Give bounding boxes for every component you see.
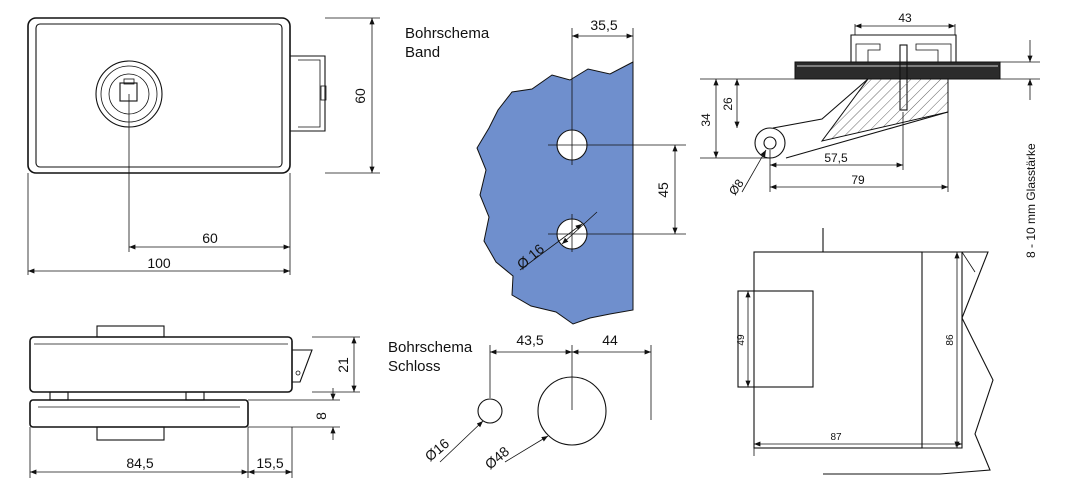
lock-bolt [290, 55, 326, 132]
screw-left [49, 391, 69, 401]
dim-side-offset: 15,5 [256, 455, 283, 471]
dim-hinge-top: 43 [898, 11, 912, 25]
dim-hinge-outer-h: 34 [699, 113, 713, 127]
schloss-title-line1: Bohrschema [388, 339, 473, 356]
dim-schloss-right: 44 [602, 332, 618, 348]
schloss-hole-small [477, 398, 503, 424]
dim-plan-width: 87 [830, 432, 842, 443]
dim-schloss-left: 43,5 [516, 332, 543, 348]
hinge-body-plan [753, 251, 923, 449]
hinge-clamp-top [850, 34, 957, 62]
dim-spacing: 45 [655, 182, 671, 198]
bohrschema-band: Bohrschema Band 35,5 45 Ø 16 [405, 17, 686, 325]
side-cap-bottom [96, 426, 165, 441]
dim-side-height: 21 [335, 357, 351, 373]
hinge-arm-hatched [820, 78, 949, 142]
glass-pane-dark [794, 61, 1001, 80]
glass-outline [822, 228, 994, 475]
glass-plate-blue [476, 61, 634, 325]
hinge-cutout-plan [737, 290, 814, 388]
dim-width: 100 [147, 255, 171, 271]
lock-front-view: 60 100 60 [27, 17, 380, 275]
hinge-plan-view: 49 86 87 [736, 228, 994, 475]
dim-plate: 8 [313, 412, 329, 420]
band-title-line1: Bohrschema [405, 25, 490, 42]
key-slot-icon [119, 82, 138, 102]
dim-height: 60 [352, 88, 368, 104]
band-title-line2: Band [405, 44, 440, 61]
glass-thickness-label: 8 - 10 mm Glasstärke [1024, 143, 1038, 258]
dim-small-hole: Ø16 [422, 435, 453, 464]
hinge-section: 43 26 34 57,5 79 Ø8 8 - 10 mm Glasstärke [699, 11, 1040, 258]
bohrschema-schloss: Bohrschema Schloss 43,5 44 Ø16 Ø48 [388, 332, 652, 472]
dim-center: 60 [202, 230, 218, 246]
dim-pin: Ø8 [726, 176, 747, 197]
screw-right [185, 391, 205, 401]
dim-hinge-total: 79 [851, 173, 865, 187]
schloss-title-line2: Schloss [388, 358, 441, 375]
side-latch [292, 349, 313, 383]
side-plate [29, 399, 249, 428]
dim-hinge-inner-h: 26 [721, 97, 735, 111]
hinge-pin [763, 136, 777, 150]
lock-bolt-notch [320, 85, 327, 101]
key-slot-top [123, 78, 135, 85]
dim-side-width: 84,5 [126, 455, 153, 471]
dim-hinge-inner: 57,5 [824, 151, 848, 165]
dim-plan-small: 49 [736, 334, 747, 346]
side-body [29, 336, 293, 393]
lock-body-inner [35, 23, 283, 168]
dim-plan-height: 86 [945, 334, 956, 346]
dim-edge: 35,5 [590, 17, 617, 33]
dim-large-hole: Ø48 [482, 443, 513, 472]
lock-bolt-inner [298, 59, 321, 128]
lock-side-view: 84,5 15,5 21 8 [29, 325, 360, 478]
lock-body-outline [27, 17, 291, 174]
side-cap-top [96, 325, 165, 338]
